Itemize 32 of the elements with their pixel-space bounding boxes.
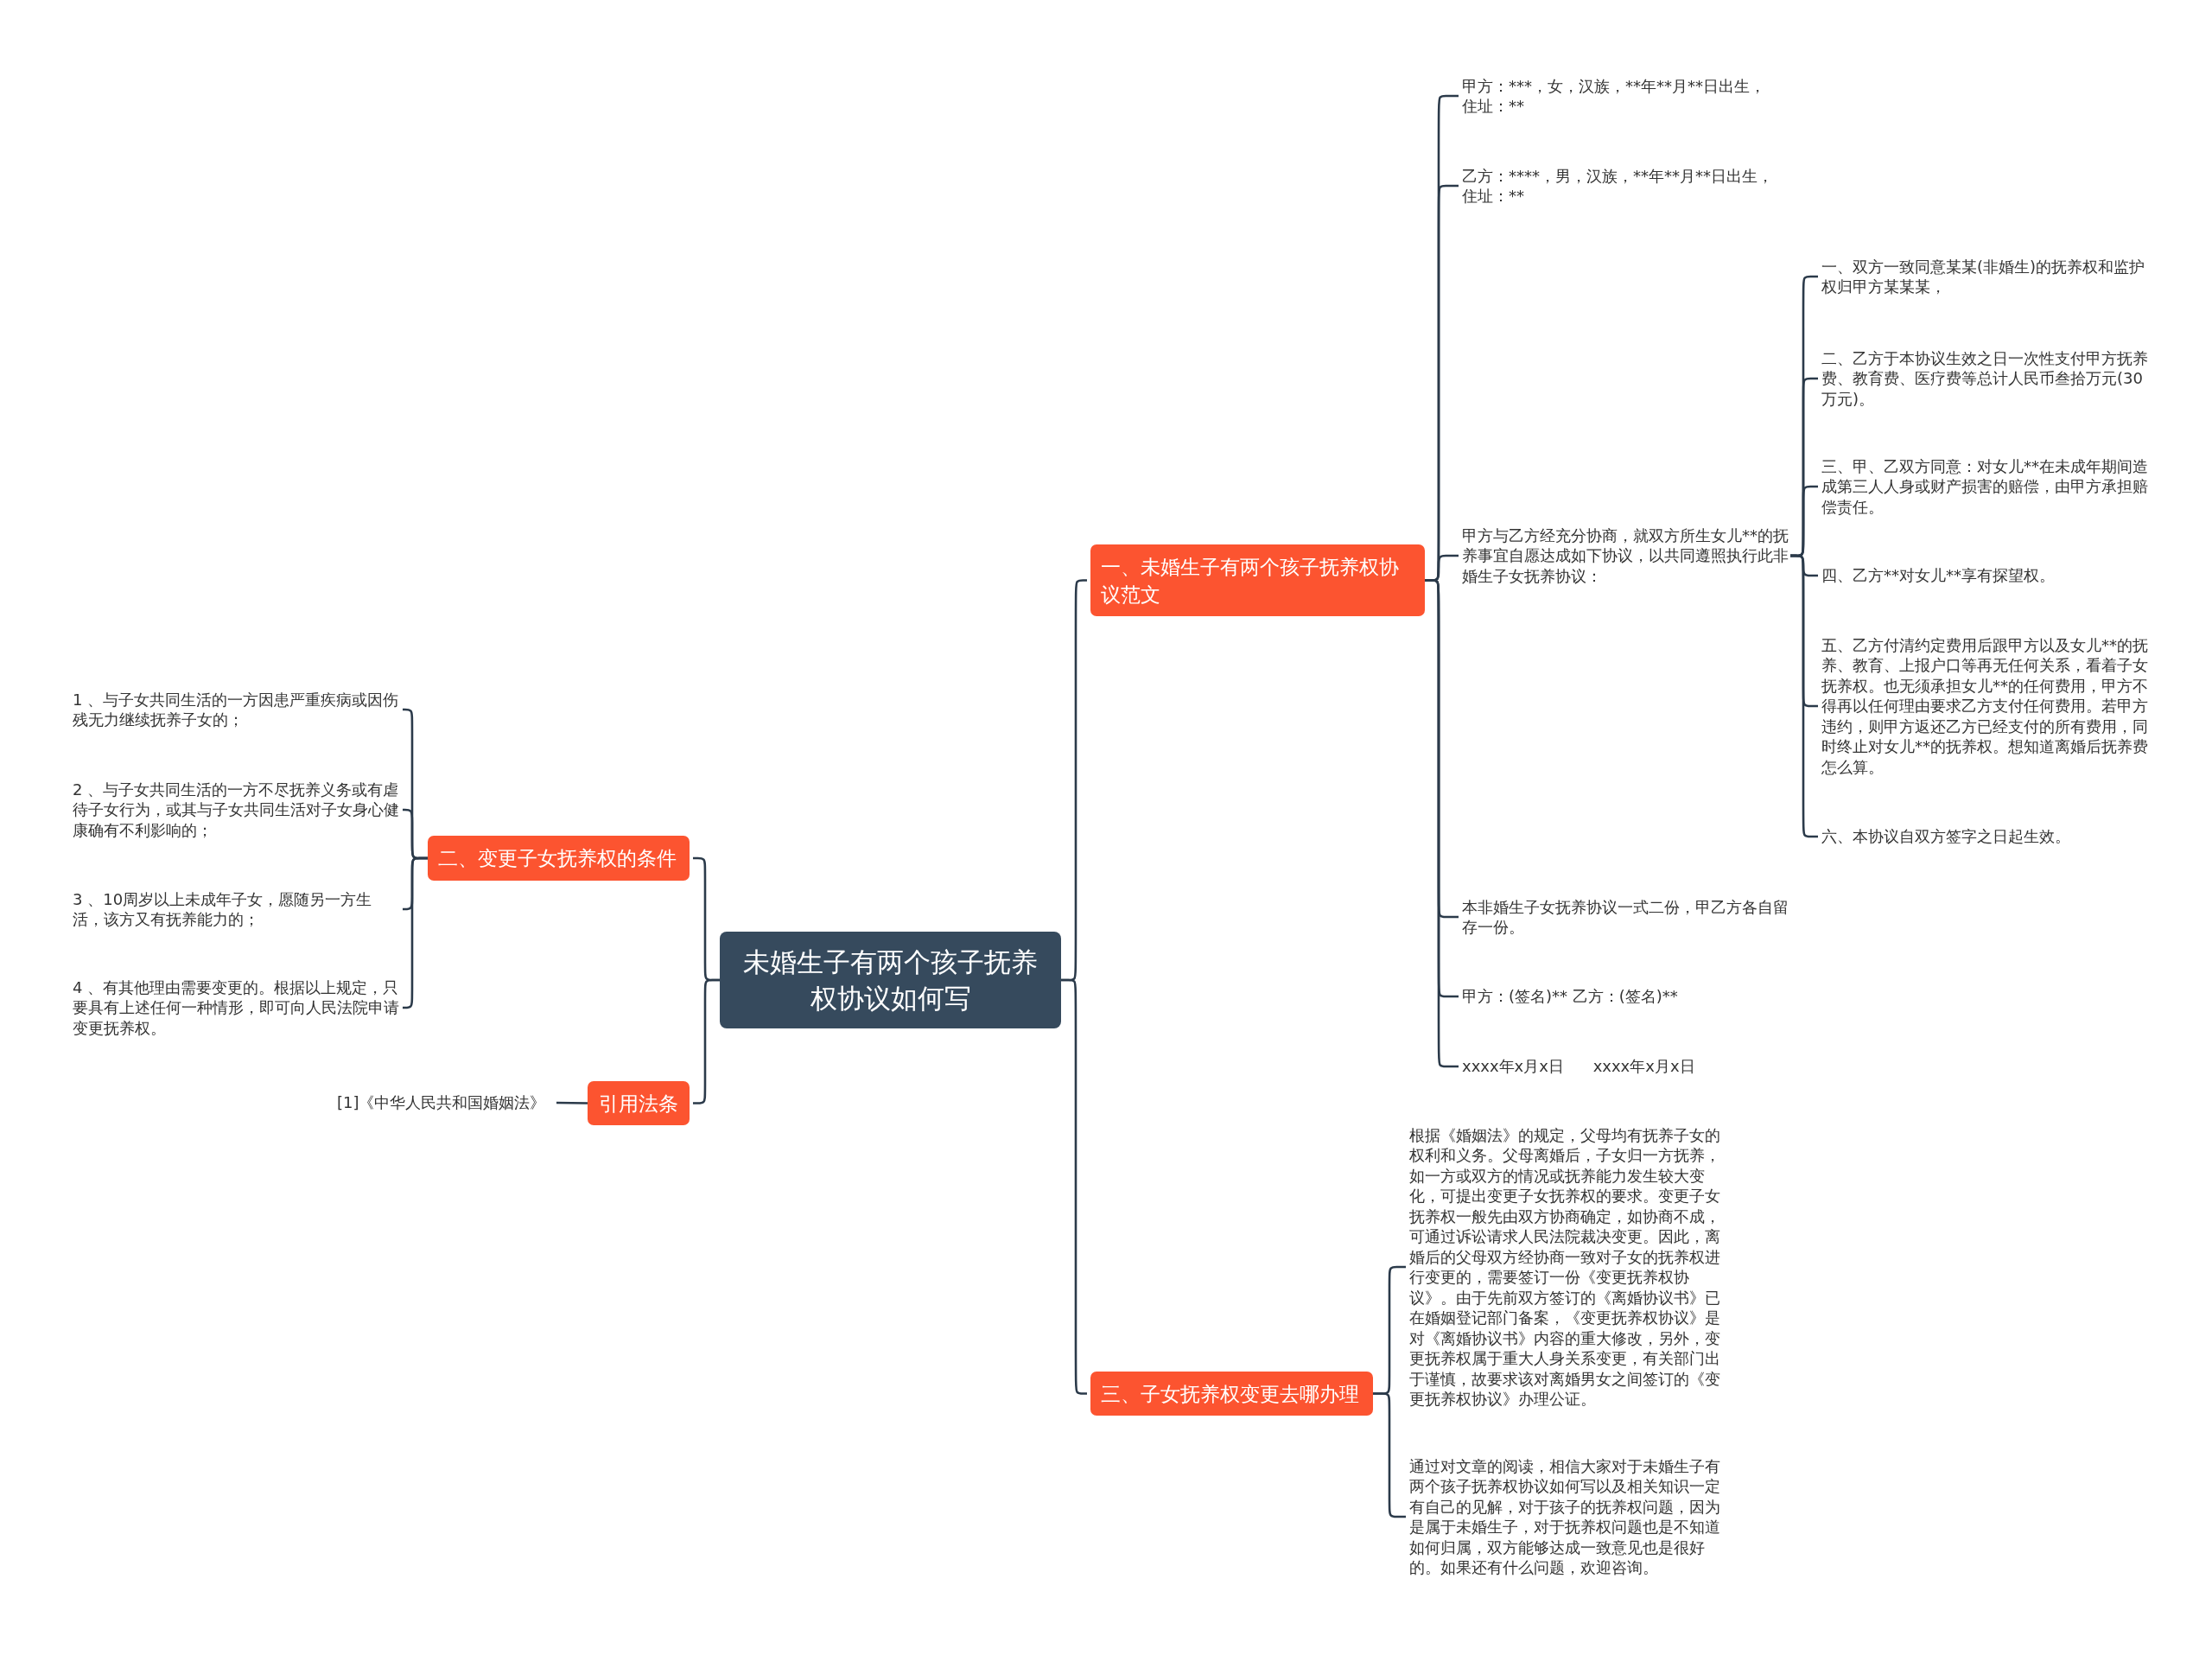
branch-topic-box bbox=[1090, 544, 1425, 616]
central-topic-box bbox=[720, 932, 1061, 1028]
leaf-text: 五、乙方付清约定费用后跟甲方以及女儿**的抚养、教育、上报户口等再无任何关系，看着子女抚养权。也无须承担女儿**的任何费用，甲方不得再以任何理由要求乙方支付任何费用。若甲方违约，则甲方返还乙方已经支付的所有费用，同时终止对女儿**的抚养权。想知道离婚后抚养费怎么算。 bbox=[1821, 634, 2154, 778]
branch-topic-box bbox=[428, 836, 690, 881]
leaf-text: [1]《中华人民共和国婚姻法》 bbox=[337, 1092, 553, 1113]
leaf-text: 本非婚生子女抚养协议一式二份，甲乙方各自留存一份。 bbox=[1462, 896, 1790, 938]
leaf-text: 4 、有其他理由需要变更的。根据以上规定，只要具有上述任何一种情形，即可向人民法院申请变更抚养权。 bbox=[73, 977, 399, 1039]
topic-label: 引用法条 bbox=[599, 1091, 678, 1117]
leaf-text: xxxx年x月x日 xxxx年x月x日 bbox=[1462, 1056, 1790, 1077]
connector-line bbox=[401, 856, 428, 1009]
leaf-text: 一、双方一致同意某某(非婚生)的抚养权和监护权归甲方某某某， bbox=[1821, 256, 2154, 297]
topic-label: 三、子女抚养权变更去哪办理 bbox=[1101, 1381, 1359, 1407]
leaf-text: 根据《婚姻法》的规定，父母均有抚养子女的权利和义务。父母离婚后，子女归一方抚养，如一方或双方的情况或抚养能力发生较大变化，可提出变更子女抚养权的要求。变更子女抚养权一般先由双方协商确定，如协商不成，可通过诉讼请求人民法院裁决变更。因此，离婚后的父母双方经协商一致对子女的抚养权进行变更的，需要签订一份《变更抚养权协议》。由于先前双方签订的《离婚协议书》已在婚姻登记部门备案，《变更抚养权协议》是对《离婚协议书》内容的重大修改，另外，变更抚养权属于重大人身关系变更，有关部门出于谨慎，故要求该对离婚男女之间签订的《变更抚养权协议》办理公证。 bbox=[1409, 1124, 1733, 1410]
leaf-text: 甲方与乙方经充分协商，就双方所生女儿**的抚养事宜自愿达成如下协议，以共同遵照执行此非婚生子女抚养协议： bbox=[1462, 525, 1790, 587]
leaf-text: 3 、10周岁以上未成年子女，愿随另一方生活，该方又有抚养能力的； bbox=[73, 888, 399, 930]
connector-line bbox=[692, 978, 721, 1104]
leaf-text: 乙方：****，男，汉族，**年**月**日出生，住址：** bbox=[1462, 165, 1786, 207]
topic-label: 未婚生子有两个孩子抚养权协议如何写 bbox=[742, 945, 1039, 1015]
topic-label: 二、变更子女抚养权的条件 bbox=[438, 846, 677, 871]
leaf-text: 二、乙方于本协议生效之日一次性支付甲方抚养费、教育费、医疗费等总计人民币叁拾万元(30万元)。 bbox=[1821, 347, 2154, 410]
leaf-text: 六、本协议自双方签字之日起生效。 bbox=[1821, 826, 2154, 847]
leaf-text: 1 、与子女共同生活的一方因患严重疾病或因伤残无力继续抚养子女的； bbox=[73, 689, 399, 730]
branch-topic-box bbox=[588, 1081, 690, 1125]
leaf-text: 甲方：(签名)** 乙方：(签名)** bbox=[1462, 986, 1790, 1007]
leaf-text: 通过对文章的阅读，相信大家对于未婚生子有两个孩子抚养权协议如何写以及相关知识一定有自己的见解，对于孩子的抚养权问题，因为是属于未婚生子，对于抚养权问题也是不知道如何归属，双方能够达成一致意见也是很好的。如果还有什么问题，欢迎咨询。 bbox=[1409, 1455, 1733, 1578]
branch-topic-box bbox=[1090, 1372, 1373, 1416]
leaf-text: 2 、与子女共同生活的一方不尽抚养义务或有虐待子女行为，或其与子女共同生活对子女身心健康确有不利影响的； bbox=[73, 779, 399, 841]
topic-label: 一、未婚生子有两个孩子抚养权协议范文 bbox=[1101, 554, 1400, 608]
leaf-text: 三、甲、乙双方同意：对女儿**在未成年期间造成第三人人身或财产损害的赔偿，由甲方承担赔偿责任。 bbox=[1821, 455, 2154, 518]
connector-line bbox=[556, 1101, 588, 1104]
leaf-text: 甲方：***，女，汉族，**年**月**日出生，住址：** bbox=[1462, 75, 1773, 117]
leaf-text: 四、乙方**对女儿**享有探望权。 bbox=[1821, 565, 2154, 586]
